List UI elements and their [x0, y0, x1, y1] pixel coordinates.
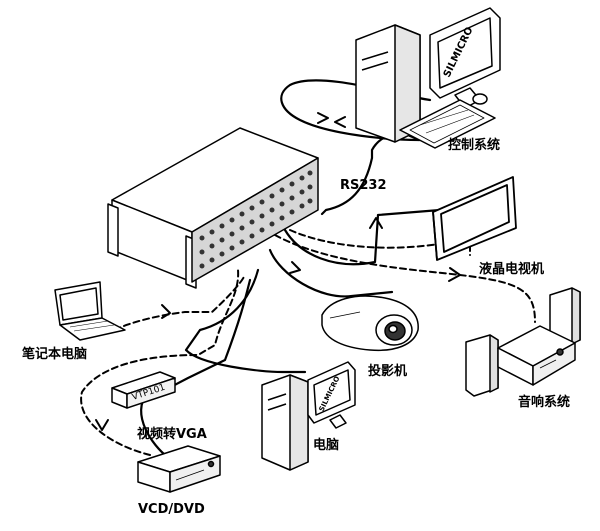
computer-cable: [184, 268, 307, 374]
label-rs232: RS232: [340, 178, 387, 193]
video-to-vga-converter: VTP101: [111, 371, 176, 409]
lcd-tv: [432, 176, 517, 261]
arrow-rs232-in: [317, 112, 329, 124]
arrow-rs232-out: [334, 116, 346, 128]
audio-system: [465, 287, 581, 397]
vcd-to-converter-cable: [80, 269, 240, 456]
laptop: [54, 281, 126, 341]
laptop-cable: [114, 274, 246, 331]
arrow-projector: [289, 261, 301, 274]
label-projector: 投影机: [368, 364, 408, 379]
arrow-lcd: [369, 217, 383, 229]
desktop-computer: SILMICRO: [261, 361, 356, 471]
rs232-cable: [320, 132, 420, 216]
arrow-laptop: [161, 304, 171, 319]
audio-cable: [274, 234, 536, 323]
label-computer: 电脑: [313, 438, 340, 453]
label-audio-system: 音响系统: [518, 395, 571, 410]
arrow-audio: [448, 267, 461, 282]
control-computer: SILMICRO: [355, 7, 501, 149]
vcd-dvd-player: [137, 445, 221, 493]
video-to-vga-cable: [163, 278, 252, 392]
matrix-switcher: [107, 127, 319, 289]
label-control-system: 控制系统: [448, 138, 501, 153]
label-vcd-dvd: VCD/DVD: [138, 502, 205, 517]
projector-cable: [268, 248, 394, 298]
lcd-tv-cable: [283, 208, 442, 266]
projector: [321, 295, 419, 352]
label-video-to-vga: 视频转VGA: [137, 427, 207, 442]
label-laptop: 笔记本电脑: [22, 347, 88, 362]
label-lcd-tv: 液晶电视机: [479, 262, 545, 277]
arrow-vcd: [95, 419, 109, 431]
